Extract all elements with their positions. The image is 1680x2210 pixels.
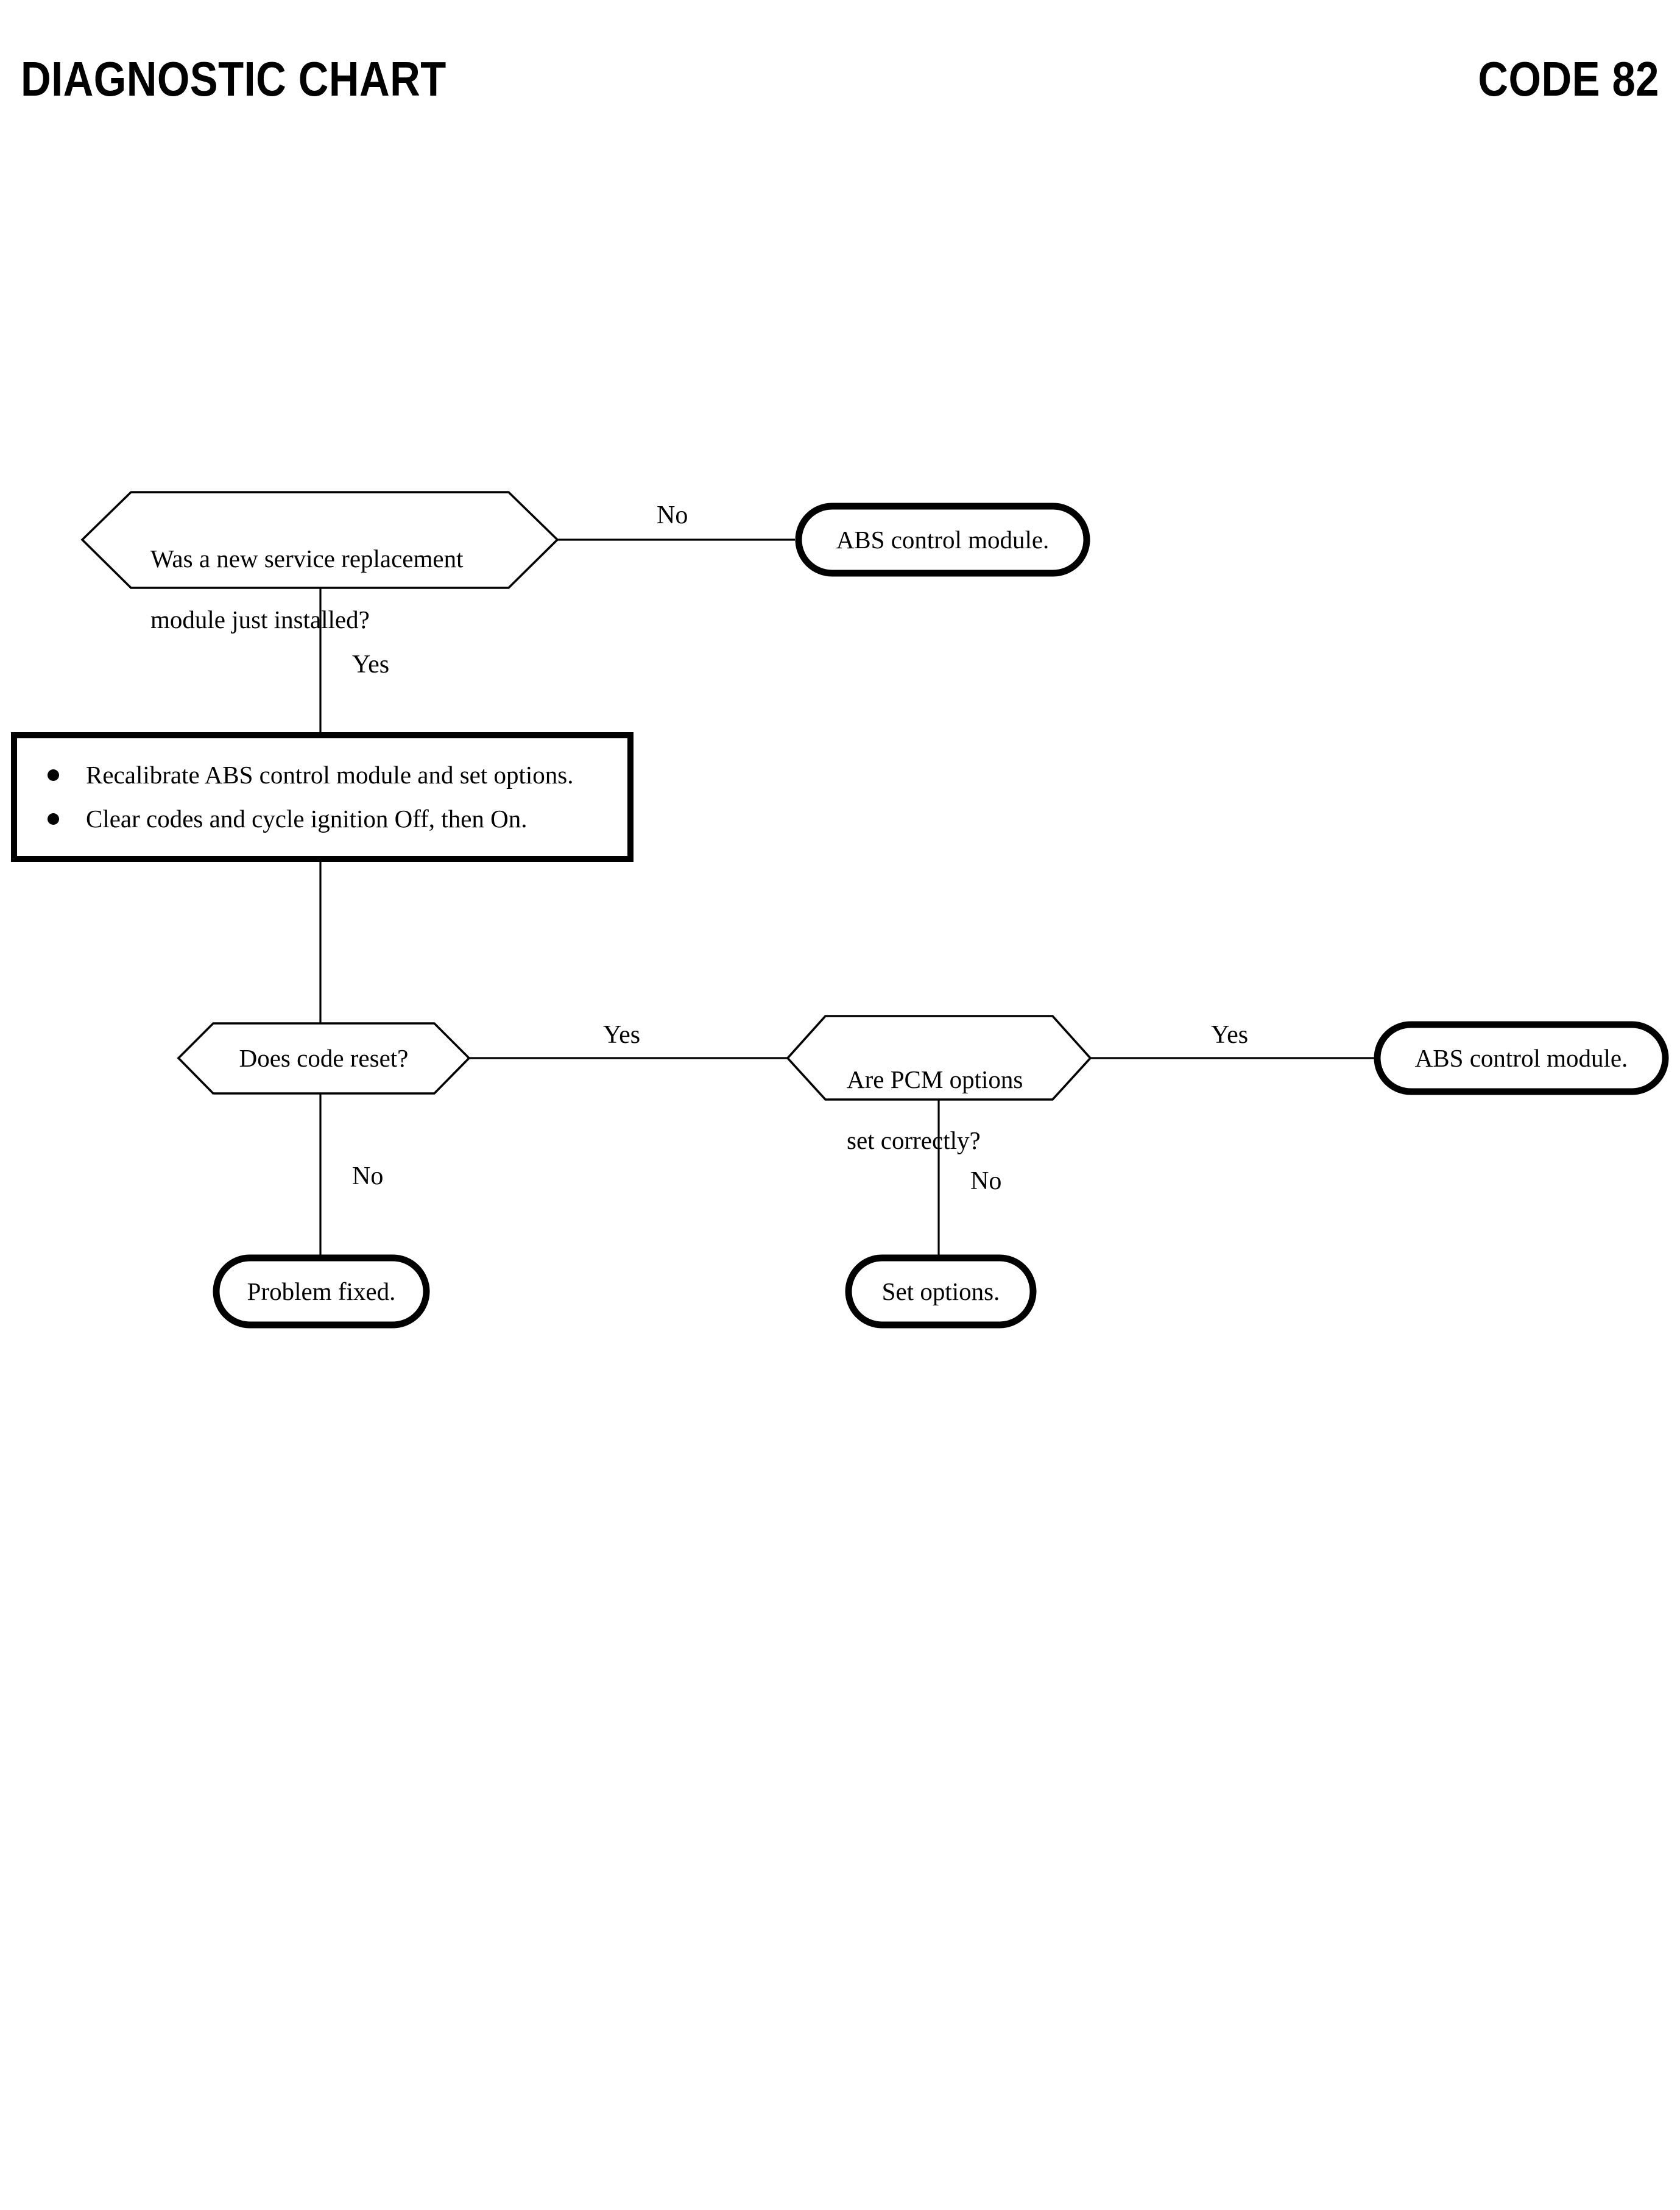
decision-q3-text: Are PCM options set correctly? <box>847 1034 1066 1186</box>
bullet-icon <box>48 769 59 781</box>
process-box-content: Recalibrate ABS control module and set o… <box>14 735 630 859</box>
bullet-icon <box>48 813 59 825</box>
decision-q1-line1: Was a new service replacement <box>150 545 464 573</box>
edge-label-q2-no: No <box>352 1162 384 1190</box>
edge-label-q1-no: No <box>657 501 688 529</box>
decision-q1-text: Was a new service replacement module jus… <box>150 513 528 665</box>
terminal-t1-text: ABS control module. <box>836 526 1050 554</box>
edge-label-q3-yes: Yes <box>1211 1021 1249 1049</box>
decision-q2-text: Does code reset? <box>239 1044 409 1072</box>
terminal-t4-text: Set options. <box>881 1277 1000 1305</box>
terminal-t2-text: ABS control module. <box>1414 1044 1628 1072</box>
process-bullet-text-2: Clear codes and cycle ignition Off, then… <box>86 805 528 833</box>
edge-label-q3-no: No <box>970 1167 1002 1195</box>
decision-q1-line2: module just installed? <box>150 605 370 634</box>
edge-label-q1-yes: Yes <box>352 651 390 679</box>
page-header: DIAGNOSTIC CHART CODE 82 <box>0 49 1680 122</box>
code-label: CODE 82 <box>1478 52 1659 106</box>
decision-q3-line1: Are PCM options <box>847 1065 1023 1093</box>
process-bullet-row-2: Clear codes and cycle ignition Off, then… <box>14 805 630 849</box>
process-bullet-row-1: Recalibrate ABS control module and set o… <box>14 761 630 805</box>
edge-label-q2-yes: Yes <box>603 1021 641 1049</box>
page-title: DIAGNOSTIC CHART <box>21 52 446 106</box>
decision-q3-line2: set correctly? <box>847 1126 981 1154</box>
process-bullet-text-1: Recalibrate ABS control module and set o… <box>86 761 574 789</box>
terminal-t3-text: Problem fixed. <box>247 1277 396 1305</box>
